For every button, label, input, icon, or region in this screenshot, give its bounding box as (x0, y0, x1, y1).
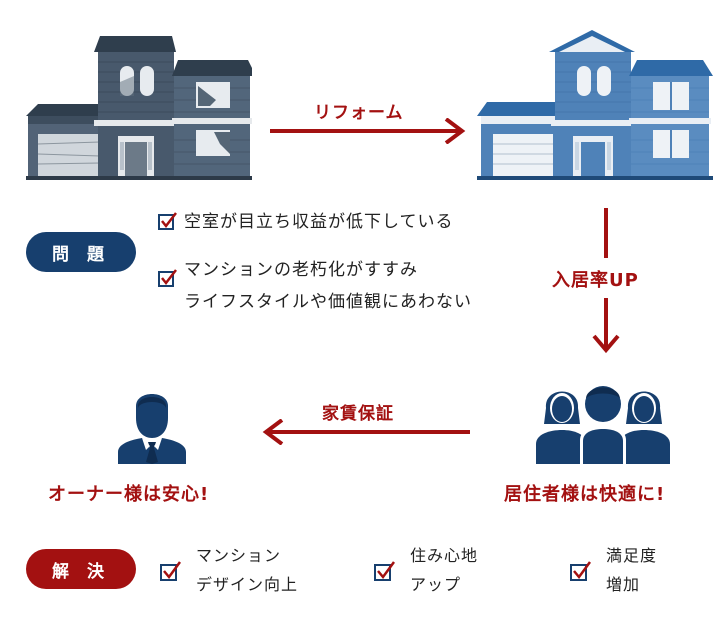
tenants-group-icon (536, 383, 670, 464)
down-arrow (592, 298, 620, 354)
occupancy-up-label: 入居率UP (552, 270, 639, 291)
rent-guarantee-label: 家賃保証 (322, 404, 394, 424)
reform-arrow-label: リフォーム (314, 103, 404, 123)
right-arrow (270, 118, 466, 144)
owner-caption: オーナー様は安心! (48, 484, 210, 505)
problem-badge: 問 題 (26, 232, 136, 272)
solution-item-2-line1: 住み心地 (410, 546, 479, 565)
owner-icon (118, 394, 186, 464)
solution-item-2-line2: アップ (410, 575, 462, 594)
solution-item-1-line1: マンション (196, 546, 282, 565)
problem-item-3: ライフスタイルや価値観にあわない (184, 292, 472, 312)
problem-item-2: マンションの老朽化がすすみ (184, 260, 418, 280)
old-house-illustration (26, 36, 252, 180)
checkbox-icon (158, 269, 177, 287)
left-arrow (262, 419, 470, 445)
down-arrow-top-segment (604, 208, 608, 258)
checkbox-icon (160, 561, 182, 581)
checkbox-icon (158, 212, 177, 230)
checkbox-icon (570, 561, 592, 581)
solution-item-3-line1: 満足度 (606, 546, 658, 565)
solution-item-1-line2: デザイン向上 (196, 575, 299, 594)
checkbox-icon (374, 561, 396, 581)
tenant-caption: 居住者様は快適に! (504, 484, 666, 505)
solution-item-3-line2: 増加 (606, 575, 641, 594)
renovated-house-illustration (477, 30, 713, 180)
problem-item-1: 空室が目立ち収益が低下している (184, 212, 454, 232)
solution-badge: 解 決 (26, 549, 136, 589)
